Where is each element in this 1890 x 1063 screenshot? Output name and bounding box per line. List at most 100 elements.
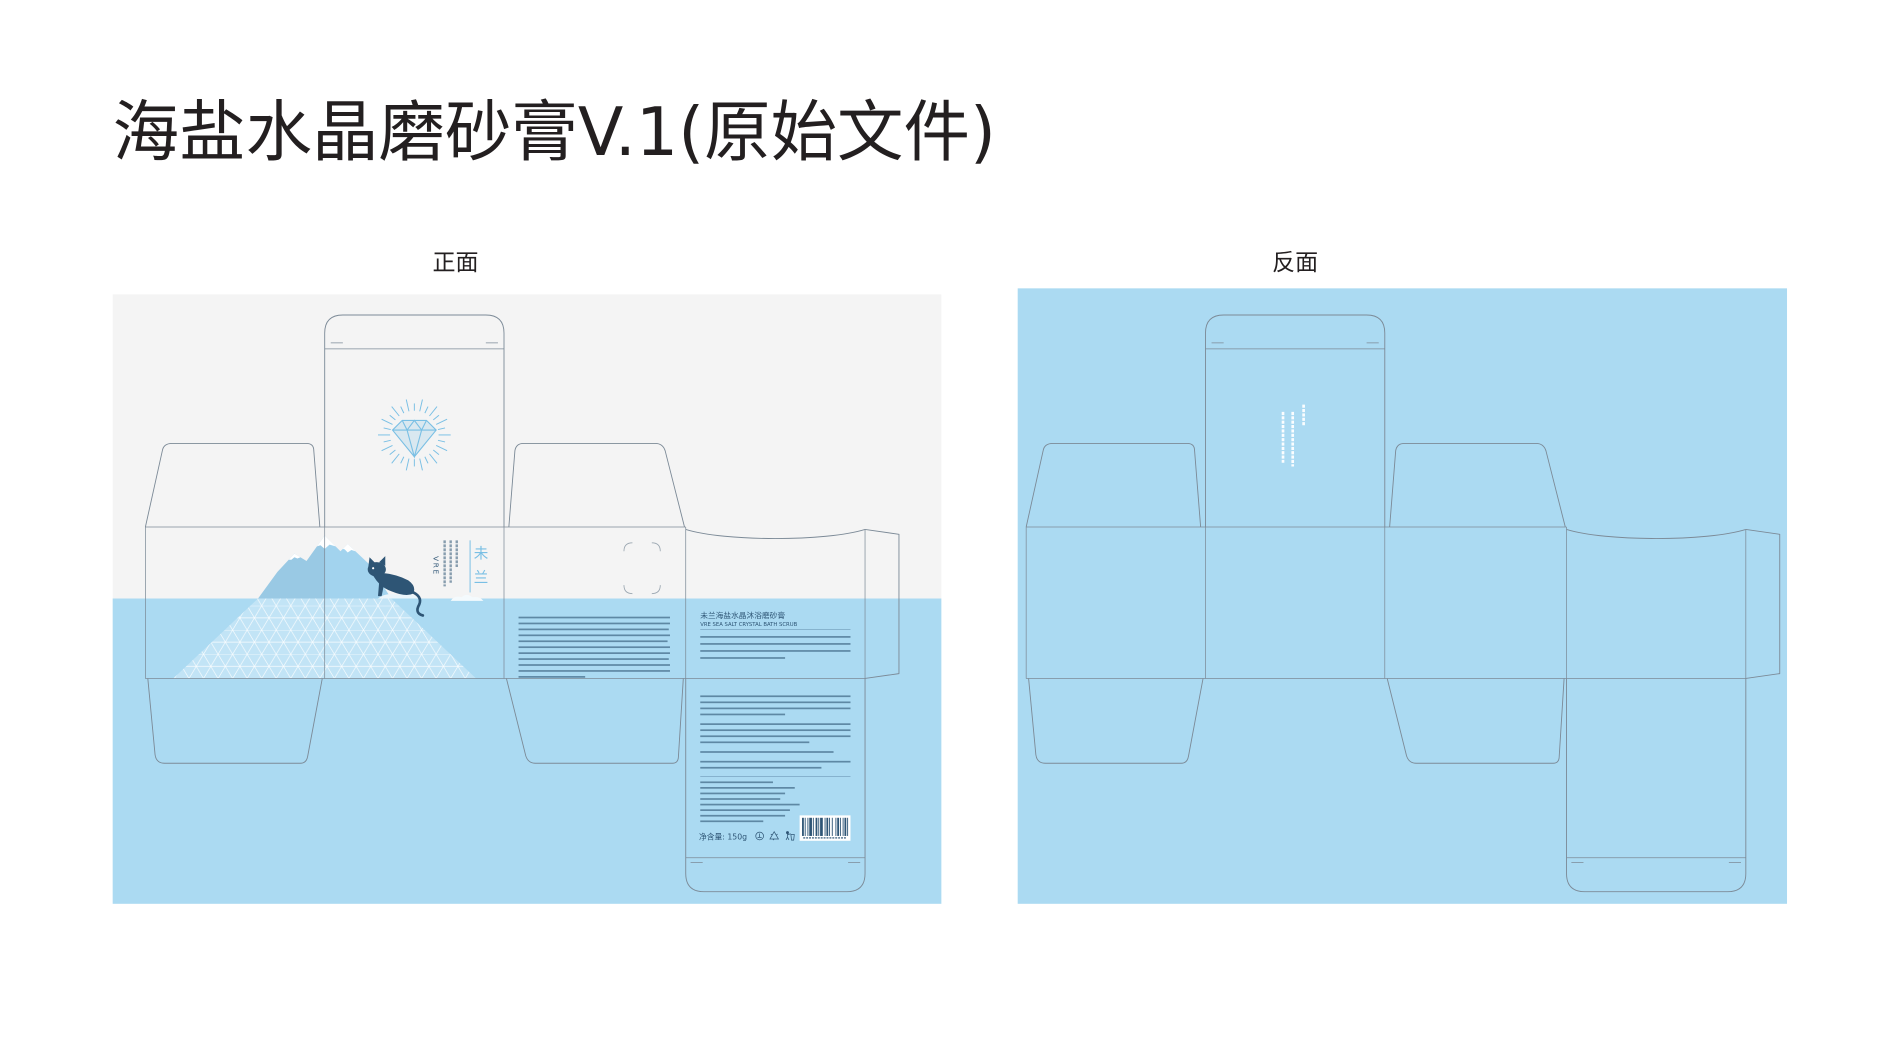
barcode-bar [809,817,812,836]
fine-print-line [700,781,773,784]
fine-print-line [700,751,834,753]
product-name-en: VRE SEA SALT CRYSTAL BATH SCRUB [700,622,797,628]
fine-print-side-panel [518,616,670,678]
lid-diamond-emblem [378,399,451,471]
page-title: 海盐水晶磨砂膏V.1(原始文件) [113,93,996,171]
diamond-ray [400,456,405,464]
diamond-ray [405,458,410,471]
diamond-icon [391,419,437,459]
fine-print-line [700,701,851,704]
fine-print-line [700,729,851,732]
barcode-bar [824,817,826,836]
fine-print-line [518,622,670,625]
diamond-ray [400,406,405,414]
fine-print-line [700,735,851,738]
barcode-bar [818,817,820,836]
fine-print-line [700,792,786,795]
cloud [450,594,484,601]
front-artboard: VRE 未 兰 未兰海盐水晶沐浴磨砂膏 VRE SEA SALT CRYSTAL… [112,294,942,904]
fine-print-manufacturer [700,781,800,823]
info-panel: 未兰海盐水晶沐浴磨砂膏 VRE SEA SALT CRYSTAL BATH SC… [699,610,851,842]
barcode-bar [844,817,847,836]
diamond-ray [435,418,448,425]
diamond-ray [424,406,429,414]
front-label: 正面 [433,250,479,276]
packaging-mark-icon [755,831,764,841]
fine-print-line [518,628,669,631]
cat-body [371,573,415,596]
fine-print-line [700,650,851,652]
diamond-sunburst [378,399,451,471]
diamond-ray [432,449,440,455]
fine-print-sections [700,695,851,769]
fine-print-intro [700,636,851,659]
logo-char-top: 未 [474,546,489,563]
barcode-bar [839,817,841,836]
logo-char-bottom: 兰 [474,570,489,587]
fine-print-line [700,809,790,812]
barcode-bar [807,817,809,836]
diamond-ray [389,414,396,421]
cat-tail [409,589,425,617]
cat-front-leg [378,581,385,597]
fine-print-line [700,760,851,763]
back-label: 反面 [1272,250,1318,276]
diamond-ray [435,445,448,452]
diamond-ray [429,406,438,417]
fine-print-line [700,657,786,659]
diamond-ray [432,414,440,421]
diamond-ray [391,406,400,417]
cat-illustration [367,556,425,617]
diamond-ray [405,399,410,412]
barcode [802,817,849,836]
net-content: 净含量: 150g [699,832,747,842]
barcode-bar [847,817,849,836]
barcode-bar [826,817,829,836]
diamond-ray [424,456,429,464]
barcode-bar [802,817,804,836]
diamond-ray [429,453,438,464]
fine-print-line [518,652,670,654]
fine-print-line [700,814,786,817]
cat-ear-right [379,556,386,566]
fine-print-line [518,658,669,660]
barcode-bar [842,817,844,836]
fine-print-line [700,741,810,744]
tidyman-icon [785,831,795,841]
diamond-ray [383,427,391,431]
barcode-bar [829,817,831,836]
diamond-ray [383,439,391,443]
fine-print-line [700,636,851,638]
logo-latin: VRE [432,556,441,576]
fine-print-line [700,723,851,725]
barcode-bar [820,817,823,836]
fine-print-line [518,664,670,666]
brand-logo-vertical: VRE 未 兰 [432,540,489,593]
diamond-ray [419,458,423,471]
fine-print-line [700,820,764,823]
barcode-bar [837,817,840,836]
barcode-bar [835,817,837,836]
fine-print-line [518,616,670,619]
diamond-ray [389,449,396,455]
diamond-ray [381,445,393,452]
back-background-sea [1017,288,1788,904]
barcode-bar [804,817,806,836]
fine-print-line [700,787,795,789]
barcode-bar [815,817,818,836]
diamond-ray [419,399,423,412]
snow-cap-main [316,535,336,549]
fine-print-line [700,707,851,710]
fine-print-line [700,766,822,769]
fine-print-line [518,634,670,637]
diamond-ray [381,418,393,425]
barcode-bar [831,817,833,836]
fine-print-line [700,803,800,806]
mountain-shadow-face [258,535,325,599]
vertical-tagline-columns [443,540,458,587]
back-lid-vertical-text-columns [1281,404,1305,467]
back-artboard [1017,288,1788,904]
fine-print-line [700,798,781,800]
fine-print-line [700,695,851,698]
